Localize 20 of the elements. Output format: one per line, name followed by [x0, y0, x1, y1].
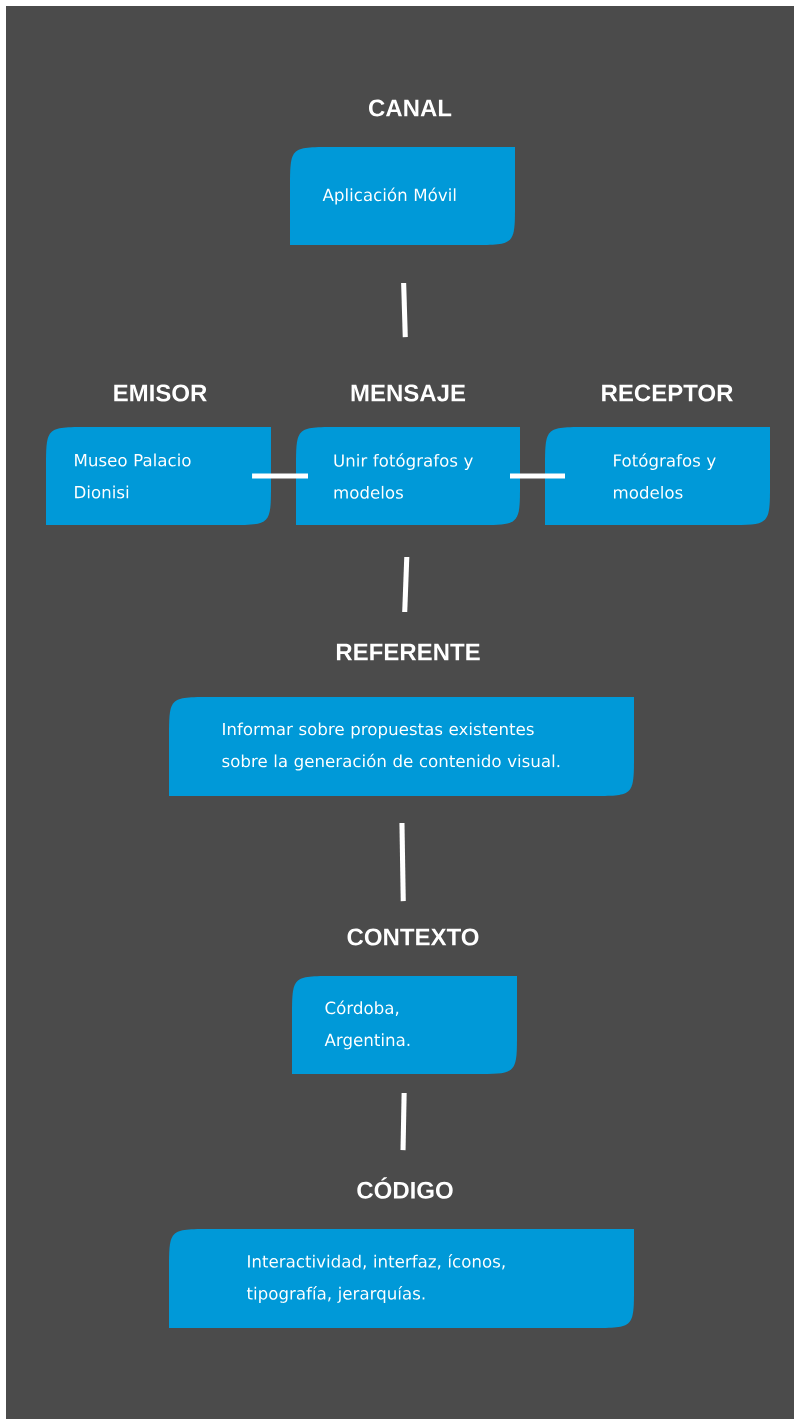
connector-line: [402, 556, 410, 613]
process-box: Córdoba, Argentina.: [292, 976, 517, 1074]
process-box: Informar sobre propuestas existentes sobre la generación de contenido visual.: [169, 697, 634, 796]
heading: REFERENTE: [336, 643, 480, 661]
heading: CÓDIGO: [357, 1177, 453, 1199]
process-box: Unir fotógrafos y modelos: [296, 427, 520, 525]
connector-line: [400, 1092, 407, 1151]
heading: CANAL: [369, 99, 452, 117]
heading: EMISOR: [114, 384, 207, 402]
heading: CONTEXTO: [347, 928, 479, 946]
connector-line: [399, 822, 406, 902]
connector-line: [252, 473, 308, 479]
heading: RECEPTOR: [602, 384, 733, 402]
process-box: Aplicación Móvil: [290, 147, 515, 245]
heading: MENSAJE: [351, 384, 466, 402]
connector-line: [401, 282, 408, 338]
connector-line: [510, 473, 565, 479]
process-box: Interactividad, interfaz, íconos, tipografía, jerarquías.: [169, 1229, 634, 1328]
process-box: Museo Palacio Dionisi: [46, 427, 271, 525]
process-box: Fotógrafos y modelos: [545, 427, 770, 525]
